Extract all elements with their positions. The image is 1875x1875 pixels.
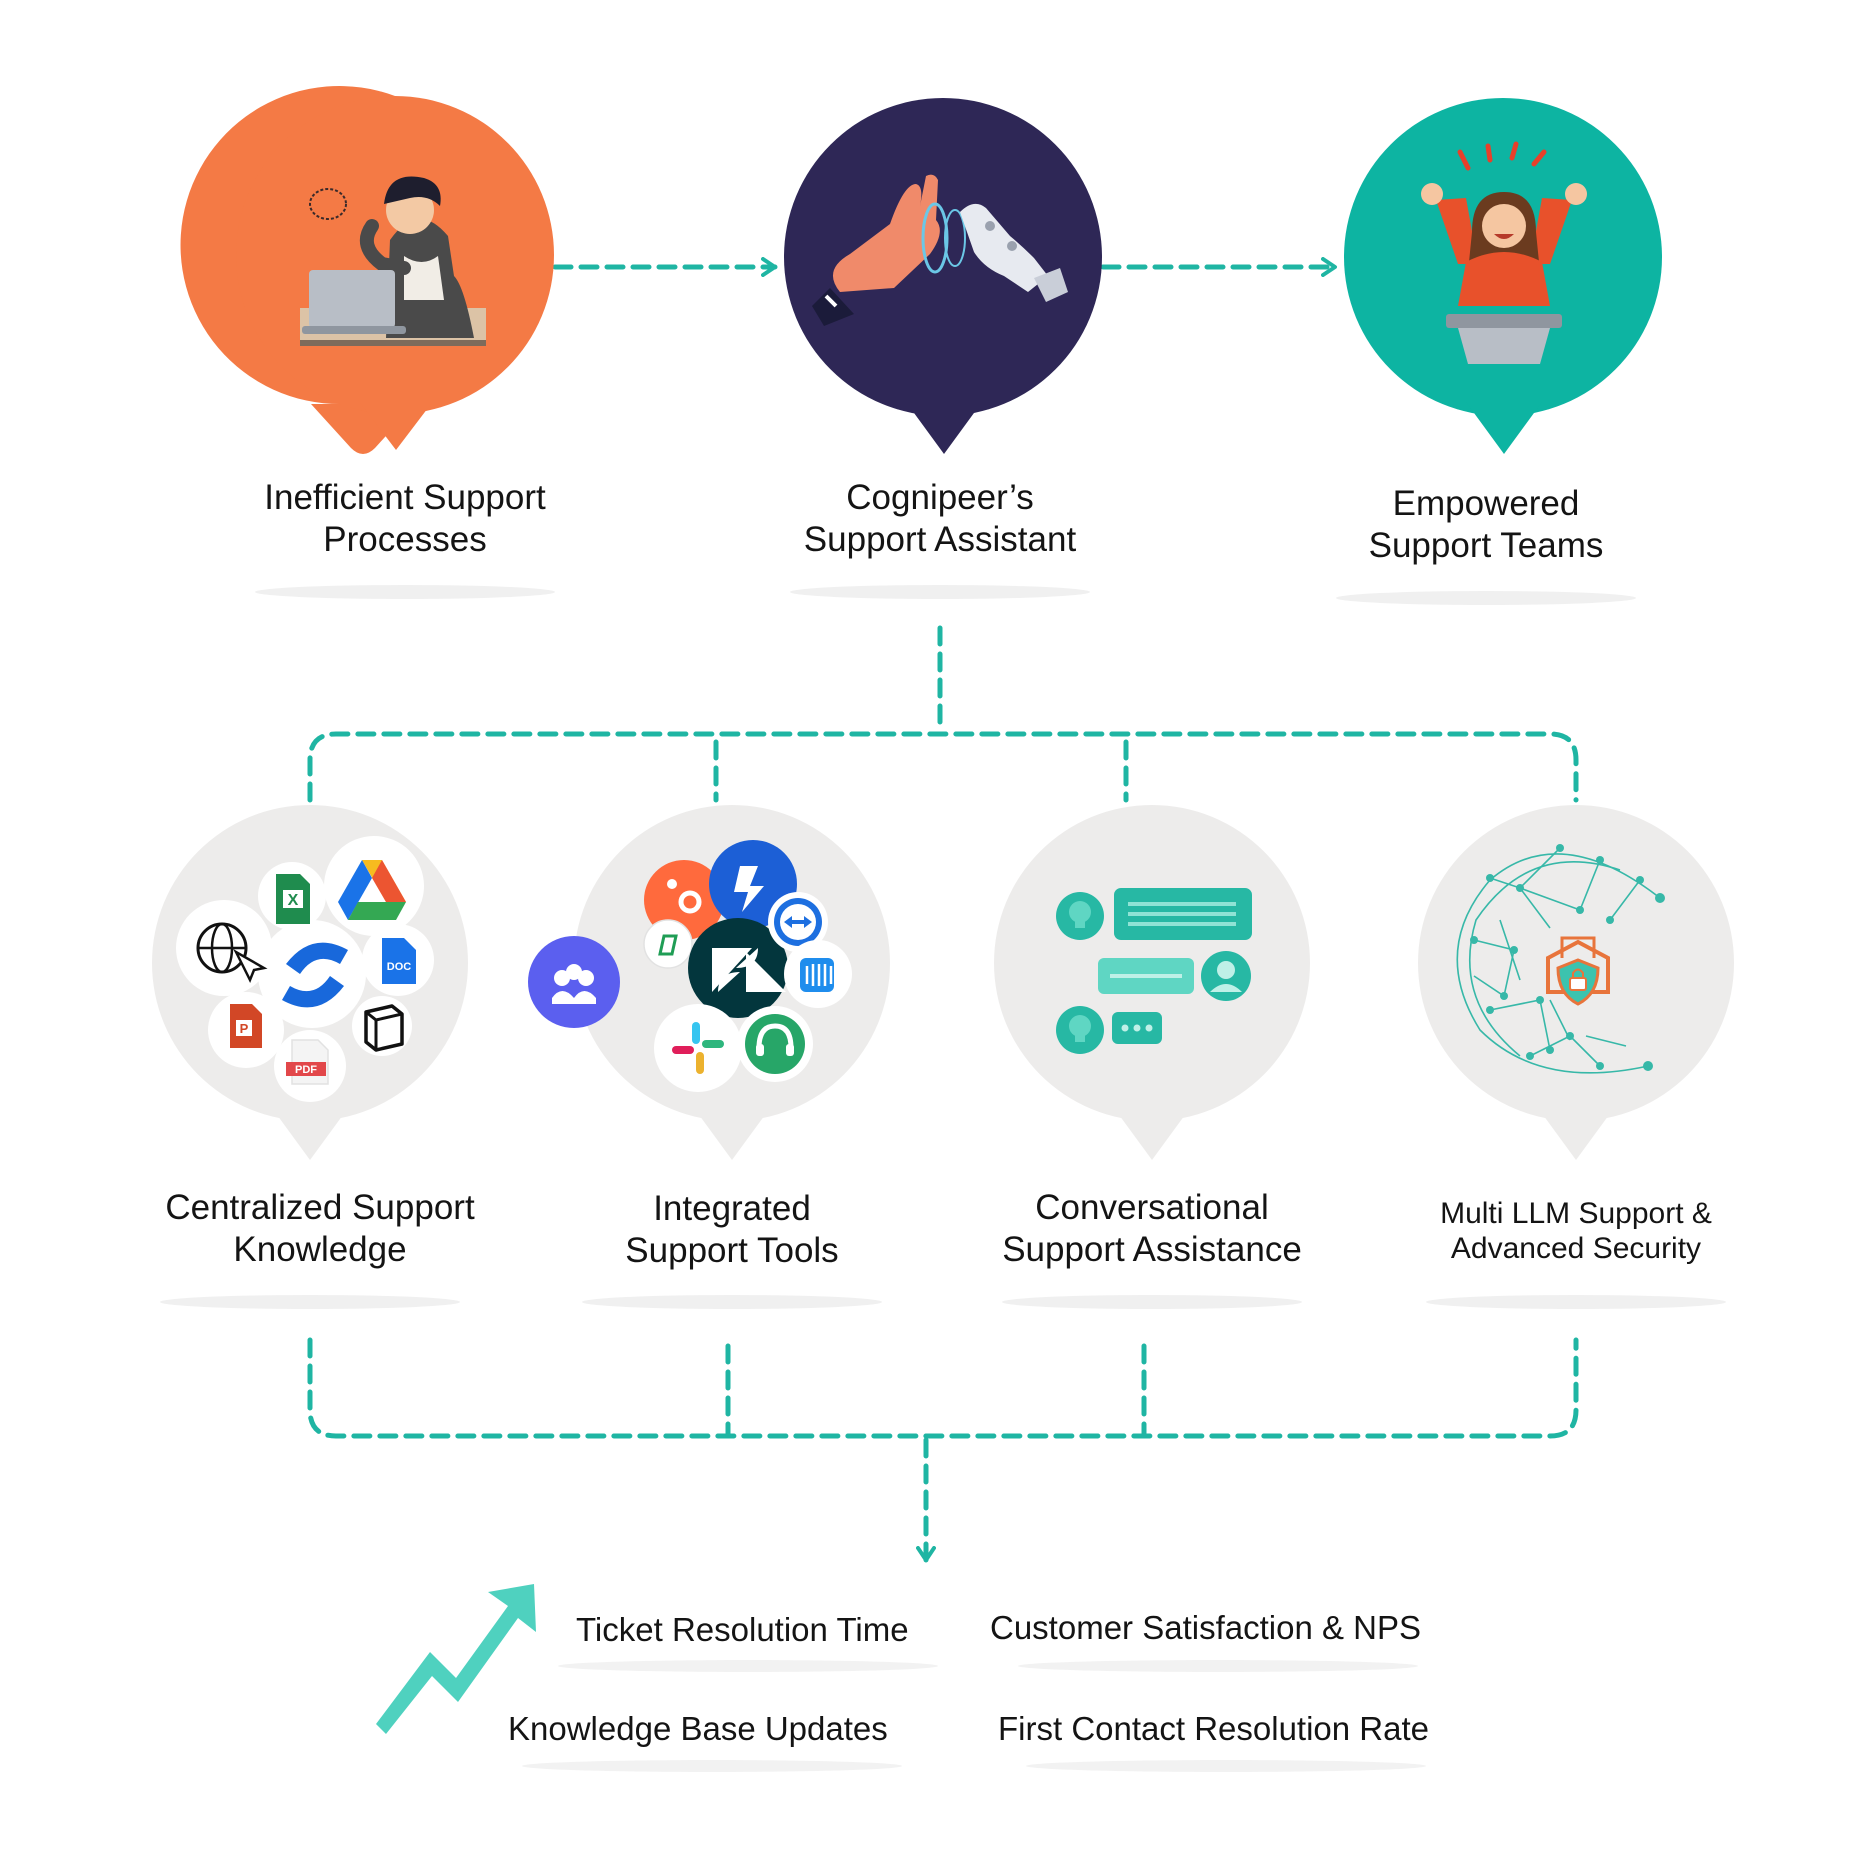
feature-knowledge-bubble: X DOC [152,805,468,1160]
feature-label-tools: Integrated Support Tools [542,1188,922,1272]
feature-label-line2: Support Tools [625,1231,839,1270]
feature-label-line2: Knowledge [233,1230,407,1269]
trend-up-arrow-icon [376,1584,536,1734]
frustrated-person-laptop-icon [300,176,486,346]
feature-conversation-bubble [994,805,1310,1160]
stage-label-line1: Cognipeer’s [846,478,1034,517]
metric-knowledge-base-updates: Knowledge Base Updates [508,1710,888,1747]
feature-label-line1: Integrated [653,1189,811,1228]
confluence-icon [282,942,348,1008]
document-sources-cluster-icon: X DOC [176,836,434,1102]
intercom-icon [528,936,620,1028]
freshdesk-icon [643,919,693,969]
svg-text:X: X [288,892,299,909]
google-drive-icon [338,860,406,920]
metrics-merge-connector [307,1337,1579,1563]
stage-label-shadows [255,585,1636,605]
human-robot-hands-icon [812,174,1068,326]
support-apps-cluster-icon [528,840,852,1092]
feature-label-shadows [160,1295,1726,1309]
zendesk-icon [688,918,788,1018]
network-shield-lock-icon [1456,844,1665,1074]
powerpoint-file-icon: P [230,1004,262,1048]
svg-text:PDF: PDF [295,1064,317,1076]
excel-icon: X [276,874,310,924]
feature-tools-bubble [528,805,890,1160]
metric-customer-satisfaction-nps: Customer Satisfaction & NPS [990,1609,1421,1646]
svg-text:P: P [240,1021,249,1036]
svg-text:DOC: DOC [387,961,412,973]
metric-first-contact-resolution-rate: First Contact Resolution Rate [998,1710,1430,1747]
stage-label-line1: Inefficient Support [264,478,546,517]
doc-file-icon: DOC [382,938,416,984]
feature-bubbles: X DOC [152,805,1734,1160]
stage-empowered-bubble [1344,98,1662,454]
feature-tree-connector [307,625,1579,803]
stage-label-assistant: Cognipeer’s Support Assistant [760,477,1120,561]
stage-label-line2: Support Teams [1368,526,1604,565]
notion-cube-icon [364,1004,404,1052]
stage-label-line1: Empowered [1392,484,1580,523]
metric-shadows [522,1660,1426,1772]
stage-inefficient-bubble [180,86,554,454]
feature-label-security: Multi LLM Support & Advanced Security [1386,1196,1766,1266]
stage-label-empowered: Empowered Support Teams [1306,483,1666,567]
feature-label-line2: Advanced Security [1450,1232,1702,1265]
feature-label-knowledge: Centralized Support Knowledge [130,1187,510,1271]
shield-lock-icon [1546,936,1610,1006]
happy-person-laptop-icon [1421,141,1587,364]
feature-label-line1: Multi LLM Support & [1440,1197,1712,1230]
feature-label-conversation: Conversational Support Assistance [962,1187,1342,1271]
metric-ticket-resolution-time: Ticket Resolution Time [576,1611,909,1648]
stage-label-line2: Processes [323,520,487,559]
chat-bubbles-icon [1056,888,1252,1054]
feature-security-bubble [1418,805,1734,1160]
pdf-file-icon: PDF [286,1039,329,1085]
stage-label-inefficient: Inefficient Support Processes [225,477,585,561]
feature-label-line1: Conversational [1035,1188,1269,1227]
stage-assistant-bubble [784,98,1102,454]
feature-label-line1: Centralized Support [165,1188,475,1227]
slack-icon [654,1004,742,1092]
feature-label-line2: Support Assistance [1002,1230,1302,1269]
stage-label-line2: Support Assistant [803,520,1077,559]
